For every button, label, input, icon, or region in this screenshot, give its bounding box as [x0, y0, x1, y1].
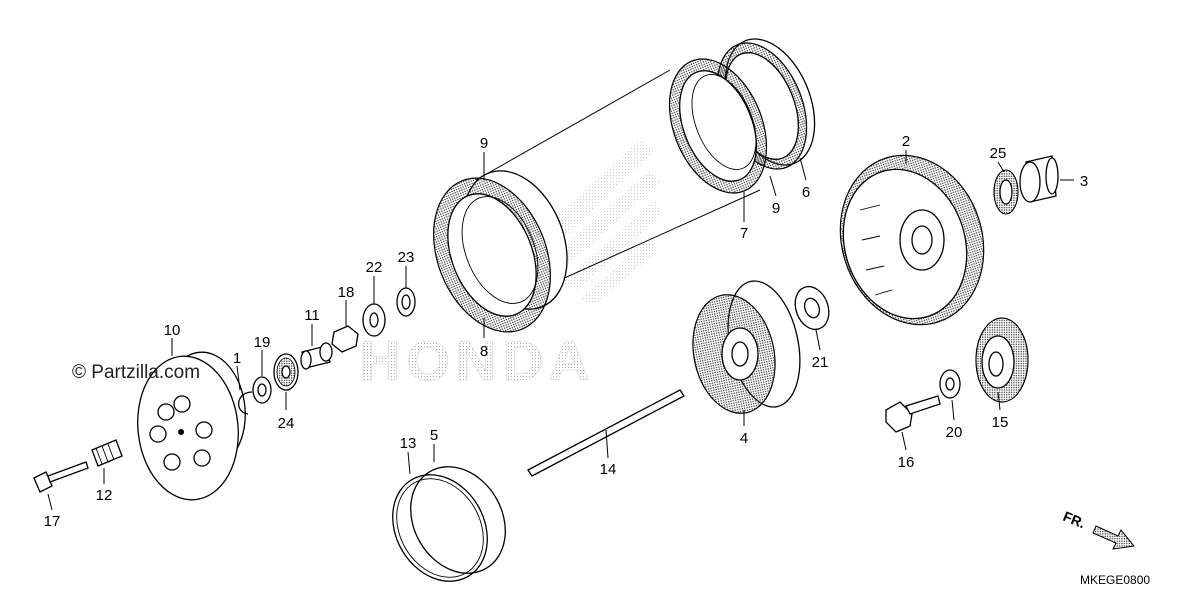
part-3-collar — [1019, 155, 1059, 203]
callout-4: 4 — [740, 430, 748, 447]
callout-11: 11 — [304, 307, 320, 324]
callout-5: 5 — [430, 427, 438, 444]
callout-19: 19 — [254, 334, 271, 351]
front-arrow-icon — [1092, 525, 1135, 550]
callout-3: 3 — [1080, 173, 1088, 190]
callout-1: 1 — [233, 350, 241, 367]
part-4-clutch-center — [692, 280, 801, 414]
honda-logo-text: HONDA — [360, 329, 595, 392]
callout-24: 24 — [278, 415, 295, 432]
callout-17: 17 — [44, 513, 61, 530]
callout-20: 20 — [946, 424, 963, 441]
part-18-nut — [331, 325, 359, 353]
part-13-5-o-rings — [392, 466, 506, 582]
part-23-washer — [396, 287, 416, 317]
callout-23: 23 — [398, 249, 415, 266]
part-19-washer — [252, 376, 272, 404]
part-8-9-disc-stack — [433, 170, 568, 333]
callout-9-front: 9 — [480, 135, 488, 152]
callout-10: 10 — [164, 322, 181, 339]
callout-15: 15 — [992, 414, 1009, 431]
part-24-bearing — [273, 353, 299, 391]
front-direction-indicator: FR. — [1061, 508, 1135, 550]
part-20-washer — [939, 369, 961, 399]
callout-16: 16 — [898, 454, 915, 471]
callout-12: 12 — [96, 487, 113, 504]
callout-7: 7 — [740, 225, 748, 242]
callout-9-rear: 9 — [772, 200, 780, 217]
partzilla-watermark: © Partzilla.com — [72, 362, 200, 383]
assembly-lines — [475, 69, 761, 281]
direction-label: FR. — [1061, 508, 1088, 531]
callout-14: 14 — [600, 461, 617, 478]
callout-2: 2 — [902, 133, 910, 150]
part-25-needle-bearing — [993, 169, 1019, 215]
callout-22: 22 — [366, 259, 383, 276]
part-15-gear — [975, 317, 1029, 403]
callout-21: 21 — [812, 354, 829, 371]
part-17-bolt — [33, 461, 89, 493]
part-6-7-9-disc-stack — [668, 38, 816, 194]
part-11-lifter-piece — [300, 342, 333, 370]
part-16-flange-bolt — [885, 395, 941, 433]
callout-6: 6 — [802, 184, 810, 201]
diagram-code: MKEGE0800 — [1080, 573, 1150, 587]
part-1-circlip — [238, 391, 253, 415]
part-12-spring — [91, 439, 123, 467]
callout-8: 8 — [480, 343, 488, 360]
part-2-clutch-housing — [839, 154, 985, 326]
callout-13: 13 — [400, 435, 417, 452]
callout-25: 25 — [990, 145, 1007, 162]
callout-labels: 10 1 19 24 11 18 22 23 9 8 7 9 6 2 25 3 … — [44, 133, 1089, 530]
part-21-thrust-washer — [794, 285, 830, 331]
part-22-lock-washer — [362, 303, 386, 337]
callout-18: 18 — [338, 284, 355, 301]
leader-lines — [47, 150, 1074, 511]
part-10-pressure-plate — [137, 351, 246, 501]
